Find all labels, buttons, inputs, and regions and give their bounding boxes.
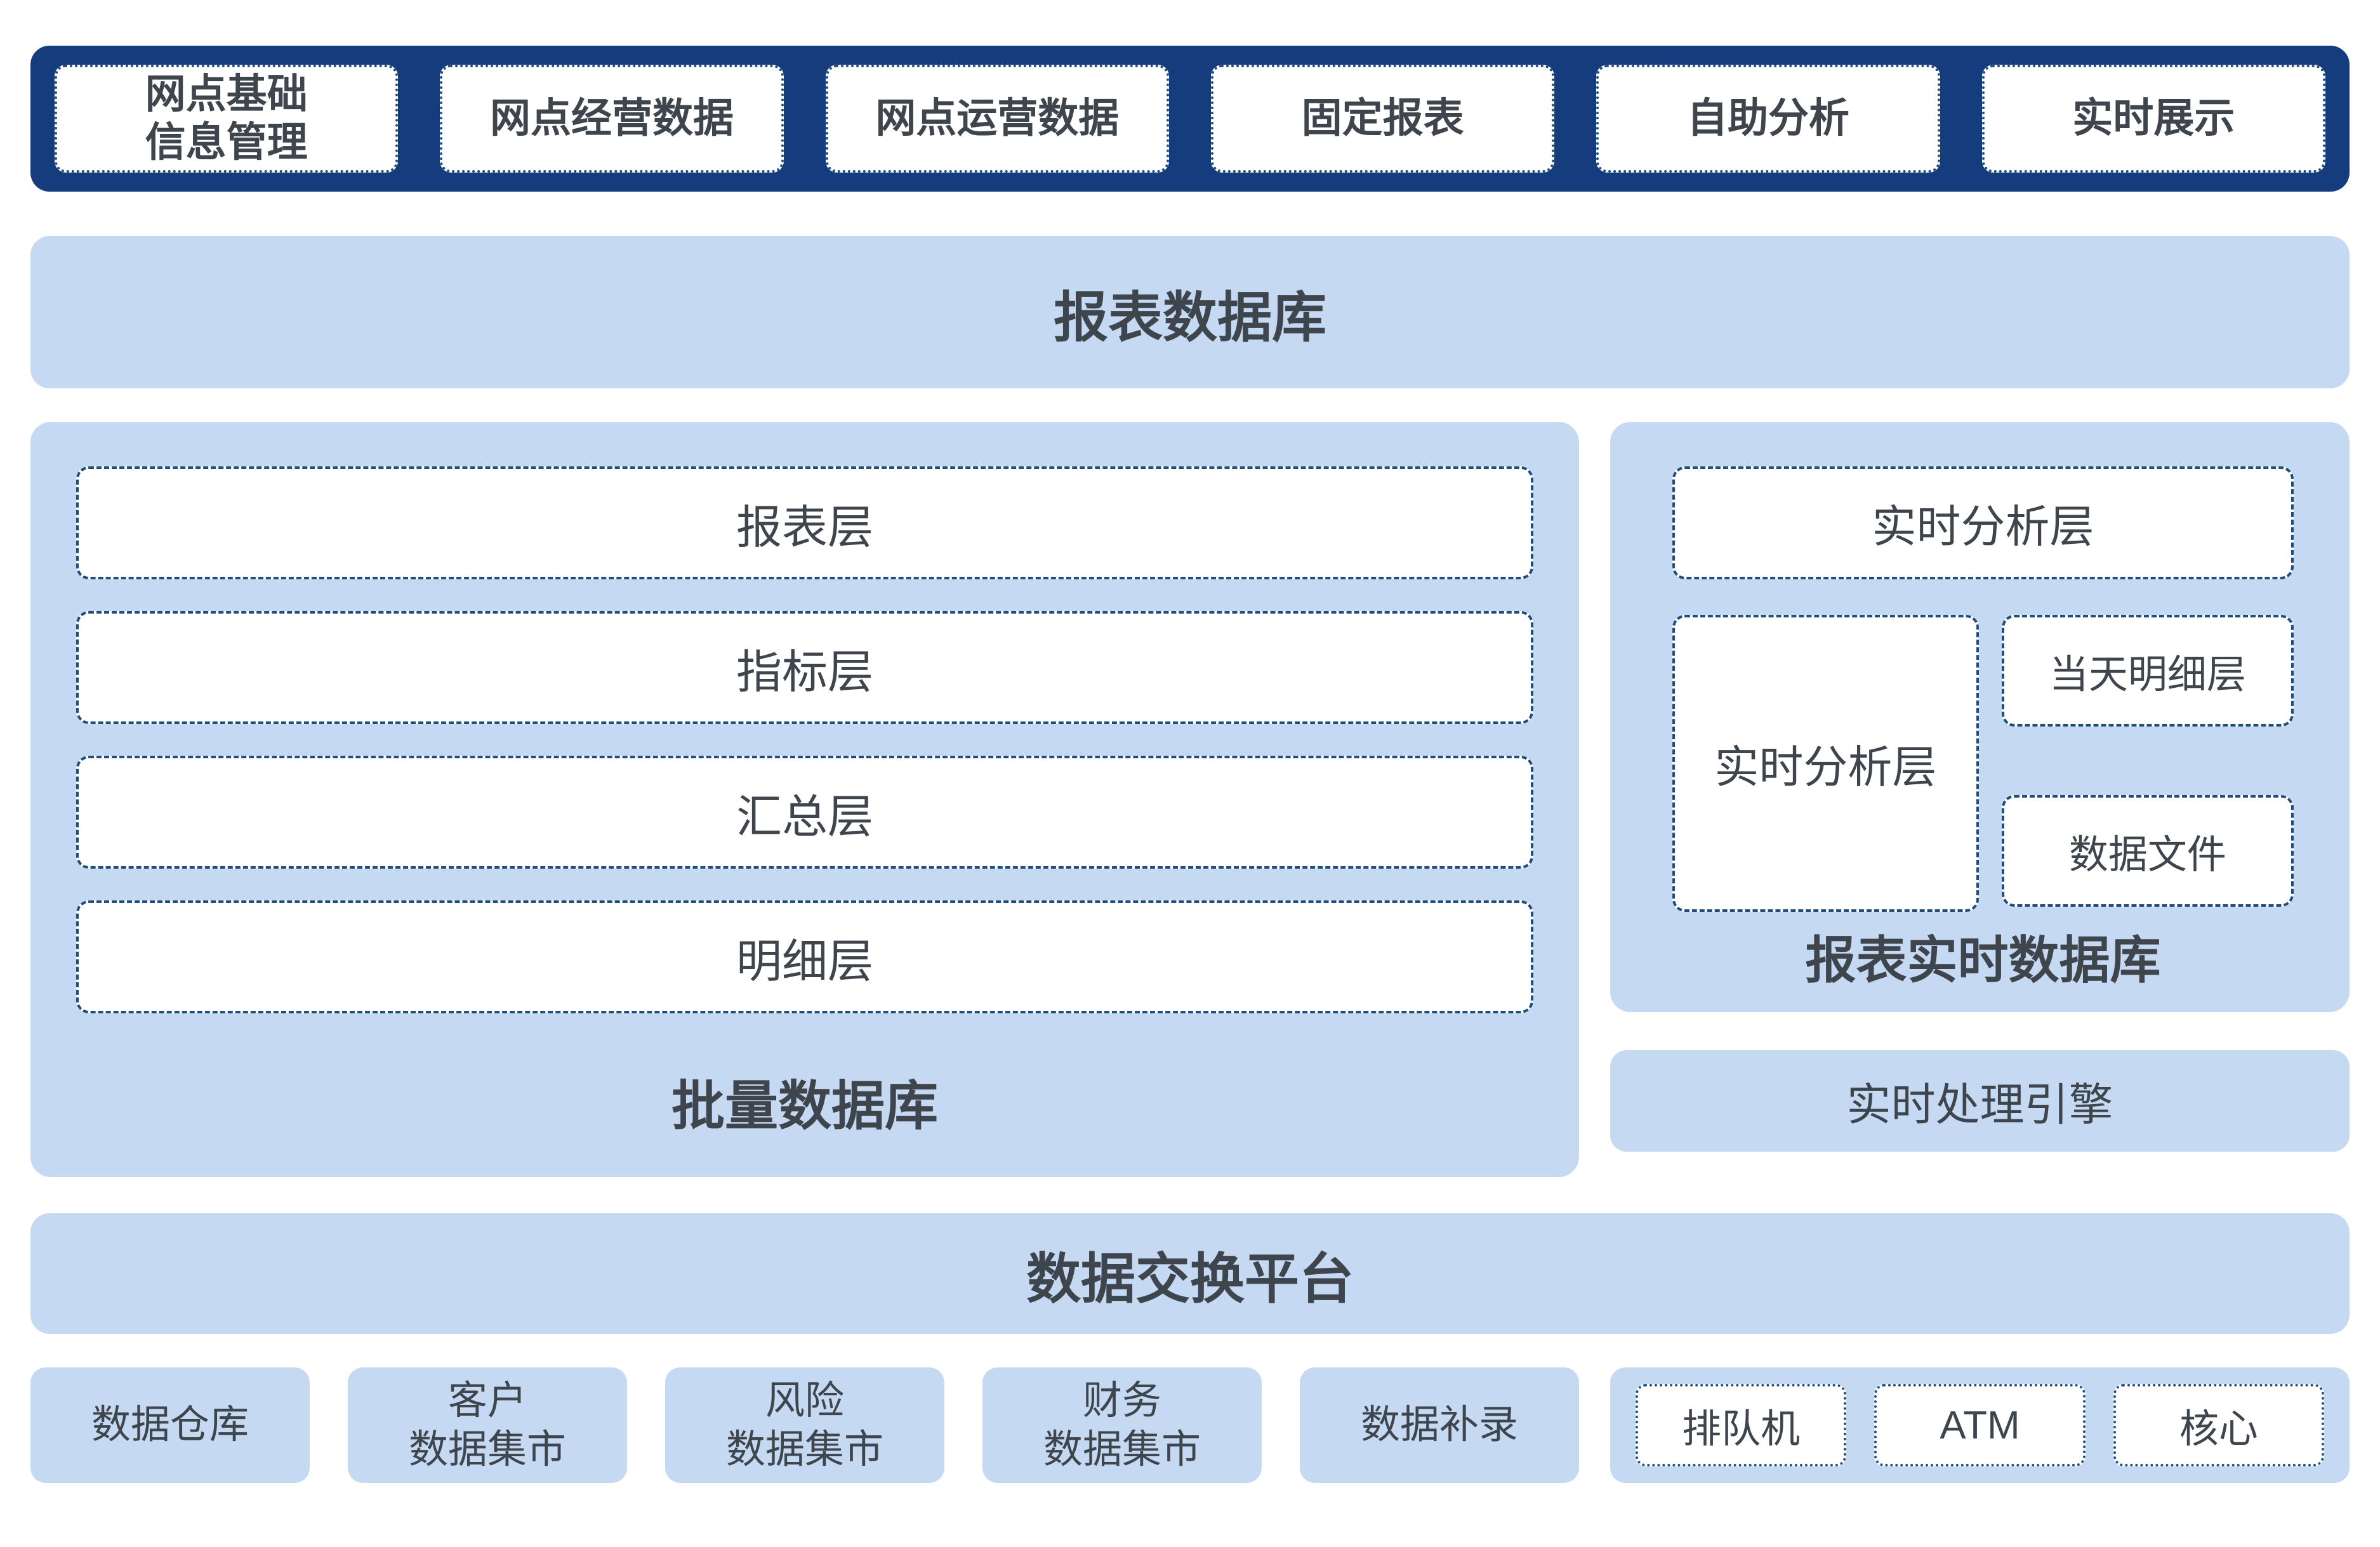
source-label: 数据补录: [1360, 1403, 1518, 1447]
channel-sources-container: 排队机 ATM 核心: [1610, 1367, 2350, 1483]
layer-box-realtime-analysis-left: 实时分析层: [1672, 615, 1979, 912]
app-box-branch-business-data: 网点经营数据: [440, 65, 784, 173]
app-box-label: 实时展示: [2072, 95, 2235, 142]
app-box-label: 网点运营数据: [875, 95, 1120, 142]
data-exchange-bar: 数据交换平台: [30, 1213, 2350, 1334]
layer-box-summary-layer: 汇总层: [76, 756, 1533, 869]
layer-box-realtime-analysis-top: 实时分析层: [1672, 466, 2294, 579]
app-box-realtime-display: 实时展示: [1981, 65, 2325, 173]
batch-database-title: 批量数据库: [671, 1076, 938, 1136]
app-box-self-service-analysis: 自助分析: [1596, 65, 1940, 173]
layer-label: 指标层: [736, 647, 873, 698]
app-box-branch-operation-data: 网点运营数据: [825, 65, 1169, 173]
layer-label: 数据文件: [2068, 833, 2226, 877]
app-box-label: 自助分析: [1686, 95, 1849, 142]
channel-label: 排队机: [1682, 1407, 1801, 1451]
channel-box-atm: ATM: [1874, 1384, 2086, 1466]
app-box-label: 网点经营数据: [489, 95, 734, 142]
report-database-bar: 报表数据库: [30, 236, 2350, 388]
layer-label: 报表层: [736, 502, 873, 553]
source-box-risk-mart: 风险 数据集市: [665, 1367, 944, 1483]
app-box-label: 网点基础 信息管理: [145, 71, 308, 165]
application-layer-bar: 网点基础 信息管理 网点经营数据 网点运营数据 固定报表 自助分析 实时展示: [30, 46, 2350, 192]
layer-box-data-files: 数据文件: [2001, 795, 2294, 907]
source-box-customer-mart: 客户 数据集市: [348, 1367, 627, 1483]
data-exchange-title: 数据交换平台: [1026, 1248, 1354, 1310]
layer-box-report-layer: 报表层: [76, 466, 1533, 579]
layer-label: 实时分析层: [1872, 501, 2094, 551]
batch-database-panel: 报表层 指标层 汇总层 明细层 批量数据库: [30, 422, 1579, 1177]
realtime-panel-row: 实时分析层 当天明细层 数据文件: [1672, 615, 2294, 912]
layer-label: 明细层: [736, 936, 873, 987]
source-label: 风险 数据集市: [725, 1378, 883, 1472]
realtime-engine-bar: 实时处理引擎: [1610, 1050, 2350, 1152]
channel-box-queue-machine: 排队机: [1636, 1384, 1847, 1466]
source-box-data-warehouse: 数据仓库: [30, 1367, 310, 1483]
source-box-data-supplement: 数据补录: [1300, 1367, 1579, 1483]
layer-label: 当天明细层: [2049, 653, 2246, 697]
source-label: 客户 数据集市: [408, 1378, 566, 1472]
channel-box-core-system: 核心: [2113, 1384, 2324, 1466]
channel-label: 核心: [2179, 1407, 2258, 1451]
app-box-fixed-reports: 固定报表: [1210, 65, 1555, 173]
realtime-engine-title: 实时处理引擎: [1846, 1079, 2113, 1129]
source-label: 数据仓库: [91, 1403, 249, 1447]
layer-box-indicator-layer: 指标层: [76, 611, 1533, 724]
source-label: 财务 数据集市: [1043, 1378, 1201, 1472]
source-box-finance-mart: 财务 数据集市: [982, 1367, 1262, 1483]
realtime-database-title: 报表实时数据库: [1805, 932, 2161, 989]
channel-label: ATM: [1940, 1403, 2020, 1447]
layer-box-detail-layer: 明细层: [76, 900, 1533, 1013]
realtime-panel-right-column: 当天明细层 数据文件: [2001, 615, 2294, 907]
app-box-branch-base-info: 网点基础 信息管理: [55, 65, 399, 173]
app-box-label: 固定报表: [1301, 95, 1464, 142]
layer-label: 实时分析层: [1714, 742, 1937, 792]
report-database-title: 报表数据库: [1054, 287, 1326, 348]
realtime-database-panel: 实时分析层 实时分析层 当天明细层 数据文件 报表实时数据库: [1610, 422, 2350, 1012]
layer-box-today-detail: 当天明细层: [2001, 615, 2294, 727]
layer-label: 汇总层: [736, 791, 873, 843]
